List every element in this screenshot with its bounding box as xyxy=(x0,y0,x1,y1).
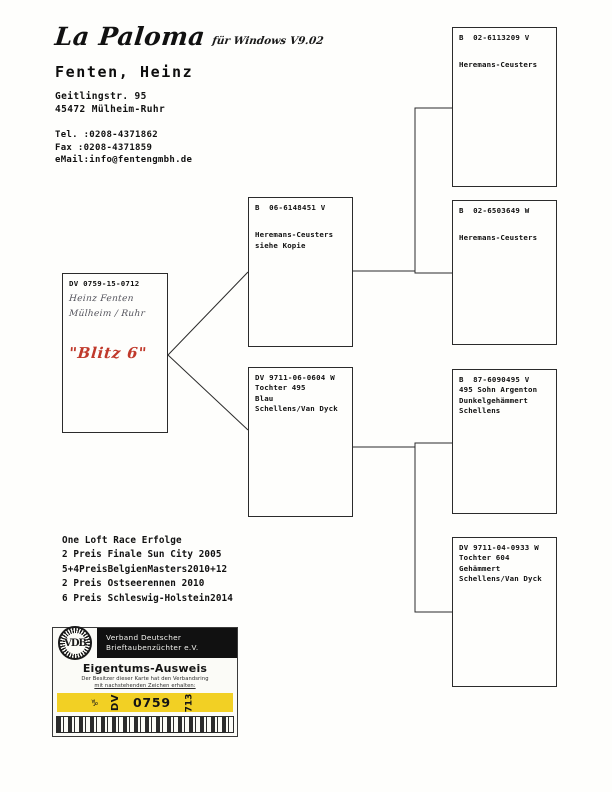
achievement-item: 2 Preis Ostseerennen 2010 xyxy=(62,578,205,590)
seal-initials: VDB xyxy=(64,632,87,654)
pedigree-box-paternal-granddam[interactable]: B 02-6503649 W Heremans-Ceusters xyxy=(452,200,557,345)
paternal-granddam-spacer xyxy=(459,216,550,233)
sire-detail-1: Heremans-Ceusters xyxy=(255,230,334,239)
association-name: Verband Deutscher Brieftaubenzüchter e.V… xyxy=(98,628,237,658)
paternal-grandsire-ring-number: B 02-6113209 V xyxy=(459,33,530,42)
pedigree-box-sire[interactable]: B 06-6148451 V Heremans-Ceusters siehe K… xyxy=(248,197,353,347)
achievement-item: 2 Preis Finale Sun City 2005 xyxy=(62,549,222,561)
maternal-granddam-ring-number: DV 9711-04-0933 W xyxy=(459,543,539,552)
brand-version-text: für Windows V9.02 xyxy=(211,34,325,47)
connector-sire-to-granddam xyxy=(414,271,452,274)
connector-sire-to-grandsire xyxy=(353,107,452,272)
seal-emblem-icon: VDB xyxy=(58,626,92,660)
achievement-item: 6 Preis Schleswig-Holstein2014 xyxy=(62,592,233,604)
maternal-granddam-detail-1: Tochter 604 xyxy=(459,553,510,562)
paternal-grandsire-detail-1: Heremans-Ceusters xyxy=(459,60,538,69)
ring-number-highlight-row: ♑ DV 0759 713 xyxy=(57,693,233,712)
dam-detail-1: Tochter 495 xyxy=(255,383,306,392)
pedigree-box-dam[interactable]: DV 9711-06-0604 W Tochter 495 Blau Schel… xyxy=(248,367,353,517)
owner-telephone: Tel. :0208-4371862 xyxy=(55,130,158,140)
loft-number: 0759 xyxy=(132,695,171,710)
owner-fax: Fax :0208-4371859 xyxy=(55,142,153,153)
decorative-border xyxy=(56,716,234,733)
association-name-line-2: Brieftaubenzüchter e.V. xyxy=(106,643,199,652)
owner-city: 45472 Mülheim-Ruhr xyxy=(55,104,166,115)
maternal-grandsire-detail-2: Dunkelgehämmert xyxy=(459,395,528,405)
pedigree-box-maternal-grandsire[interactable]: B 87-6090495 V 495 Sohn Argenton Dunkelg… xyxy=(452,369,557,514)
owner-email: eMail:info@fentengmbh.de xyxy=(55,155,193,165)
sire-detail-2: siehe Kopie xyxy=(255,240,306,250)
sire-spacer xyxy=(255,213,346,230)
owner-street: Geitlingstr. 95 xyxy=(55,91,147,102)
dam-detail-2: Blau xyxy=(255,393,274,403)
subject-handwriting: Heinz Fenten Mülheim / Ruhr "Blitz 6" xyxy=(68,292,161,362)
paternal-grandsire-spacer xyxy=(459,43,550,60)
subject-nickname: "Blitz 6" xyxy=(68,344,148,362)
country-code: DV xyxy=(109,693,121,712)
maternal-grandsire-ring-number: B 87-6090495 V xyxy=(459,375,530,384)
achievement-item: 5+4PreisBelgienMasters2010+12 xyxy=(62,563,228,575)
pedigree-box-subject[interactable]: DV 0759-15-0712 Heinz Fenten Mülheim / R… xyxy=(62,273,168,433)
ring-serial: 713 xyxy=(184,693,195,712)
connector-dam-to-granddam xyxy=(414,447,452,613)
dam-ring-number: DV 9711-06-0604 W xyxy=(255,373,335,382)
owner-name: Fenten, Heinz xyxy=(55,63,194,81)
maternal-granddam-detail-3: Schellens/Van Dyck xyxy=(459,574,542,583)
contact-block: Tel. :0208-4371862 Fax :0208-4371859 eMa… xyxy=(55,129,345,167)
subject-hand-city: Mülheim / Ruhr xyxy=(68,309,146,319)
connector-dam-to-grandsire xyxy=(353,442,452,448)
subject-ring-number: DV 0759-15-0712 xyxy=(69,279,140,288)
pigeon-icon: ♑ xyxy=(91,696,98,709)
paternal-granddam-detail-1: Heremans-Ceusters xyxy=(459,233,538,242)
certificate-fine-print: Der Besitzer dieser Karte hat den Verban… xyxy=(53,676,237,693)
certificate-title: Eigentums-Ausweis xyxy=(82,662,208,675)
pedigree-box-maternal-granddam[interactable]: DV 9711-04-0933 W Tochter 604 Gehämmert … xyxy=(452,537,557,687)
letterhead: La Paloma für Windows V9.02 Fenten, Hein… xyxy=(53,22,345,167)
connector-subject-to-dam xyxy=(167,354,249,431)
brand-row: La Paloma für Windows V9.02 xyxy=(53,22,345,51)
association-seal: VDB xyxy=(53,626,98,660)
achievements-heading: One Loft Race Erfolge xyxy=(62,535,182,546)
pedigree-box-paternal-grandsire[interactable]: B 02-6113209 V Heremans-Ceusters xyxy=(452,27,557,187)
paternal-granddam-ring-number: B 02-6503649 W xyxy=(459,206,530,215)
brand-logo-text: La Paloma xyxy=(53,22,207,51)
subject-hand-name: Heinz Fenten xyxy=(68,294,135,304)
dam-detail-3: Schellens/Van Dyck xyxy=(255,404,338,413)
sire-ring-number: B 06-6148451 V xyxy=(255,203,326,212)
certificate-fine-print-line-1: Der Besitzer dieser Karte hat den Verban… xyxy=(81,676,209,682)
maternal-granddam-detail-2: Gehämmert xyxy=(459,563,501,573)
association-name-line-1: Verband Deutscher xyxy=(106,633,182,642)
ownership-certificate-stamp: VDB Verband Deutscher Brieftaubenzüchter… xyxy=(52,626,238,737)
stamp-header-bar: VDB Verband Deutscher Brieftaubenzüchter… xyxy=(53,626,237,660)
maternal-grandsire-detail-1: 495 Sohn Argenton xyxy=(459,385,538,394)
maternal-grandsire-detail-3: Schellens xyxy=(459,406,501,415)
achievements-list: One Loft Race Erfolge 2 Preis Finale Sun… xyxy=(62,534,292,606)
certificate-fine-print-line-2: mit nachstehenden Zeichen erhalten: xyxy=(94,683,196,689)
connector-subject-to-sire xyxy=(167,271,249,356)
